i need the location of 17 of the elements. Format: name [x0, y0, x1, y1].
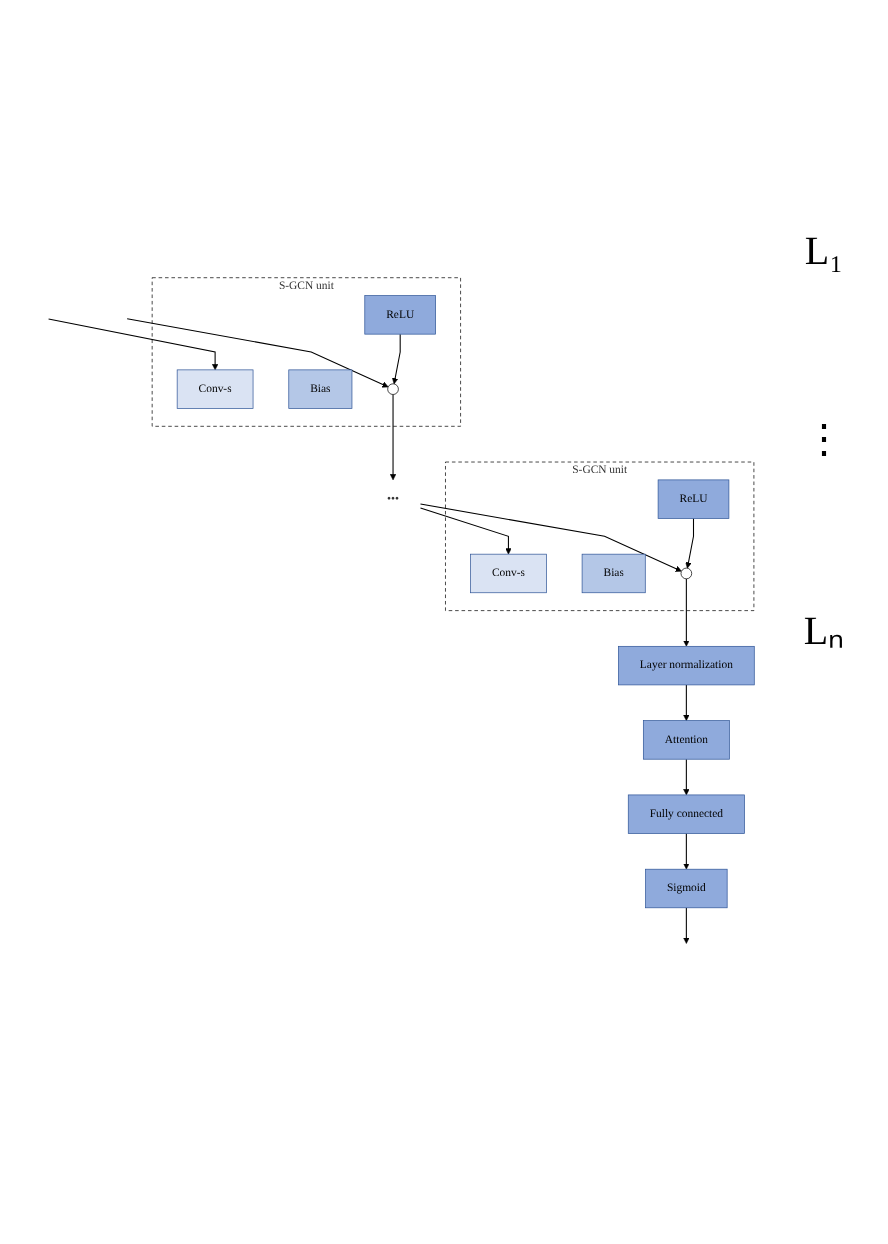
node-circle [680, 568, 693, 580]
node-circle [387, 384, 399, 396]
arrow [683, 833, 690, 871]
layer-label: L₁ [804, 229, 844, 275]
arrow [419, 504, 682, 573]
arrow [683, 907, 690, 945]
arrow [683, 685, 690, 722]
arrow [126, 318, 389, 389]
arrow [683, 759, 690, 796]
layer-label: Lₙ [803, 607, 845, 655]
arrow [683, 578, 690, 648]
arrow [392, 334, 401, 385]
arrow [389, 394, 397, 481]
arrow [685, 518, 695, 570]
arrow [419, 508, 512, 556]
layer-label: ⋮ [804, 415, 844, 463]
arrow [48, 319, 219, 371]
